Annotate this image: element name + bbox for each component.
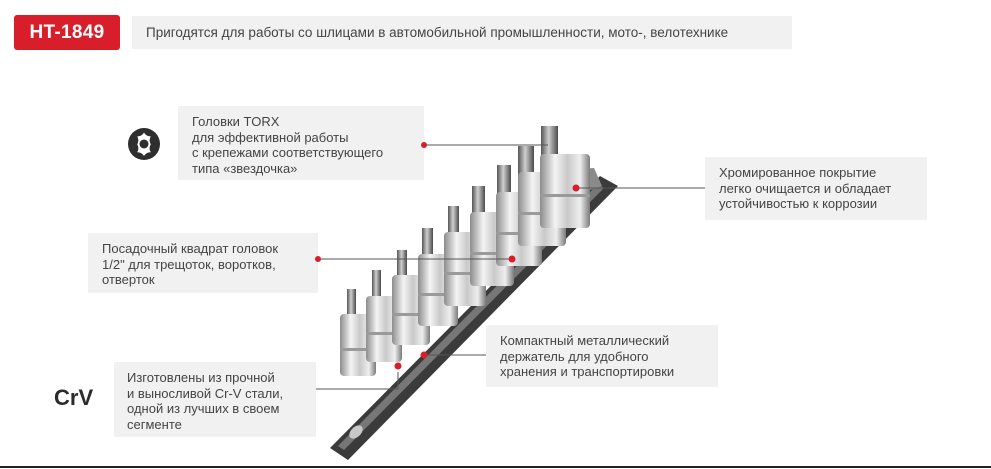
tagline: Пригодятся для работы со шлицами в автом…: [132, 16, 792, 49]
callout-square: Посадочный квадрат головок 1/2" для трещ…: [88, 233, 318, 293]
callout-dots: [315, 142, 580, 370]
callout-holder: Компактный металлический держатель для у…: [486, 325, 718, 387]
callout-lines: [316, 144, 705, 390]
model-badge: HT-1849: [14, 15, 120, 50]
torx-star-icon: [128, 128, 160, 160]
socket-9: [540, 126, 590, 228]
bottom-rule: [0, 466, 991, 468]
callout-crv: Изготовлены из прочной и выносливой Cr-V…: [114, 362, 316, 437]
material-label: CrV: [54, 385, 94, 410]
callout-torx: Головки TORX для эффективной работы с кр…: [178, 106, 424, 180]
callout-chrome: Хромированное покрытие легко очищается и…: [705, 157, 927, 220]
